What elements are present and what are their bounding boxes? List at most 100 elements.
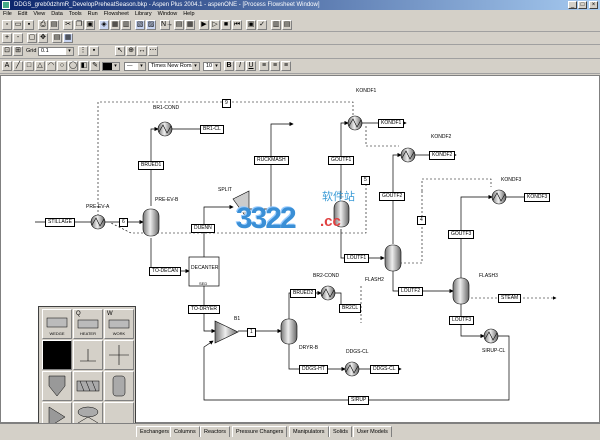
color-select[interactable]: ▾ bbox=[102, 62, 120, 71]
text-mode-icon[interactable]: ⋯ bbox=[148, 46, 158, 56]
reinit-button[interactable]: ⏮ bbox=[232, 20, 242, 30]
tab-reactors[interactable]: Reactors bbox=[200, 426, 231, 437]
menu-flowsheet[interactable]: Flowsheet bbox=[103, 11, 129, 17]
data-browser-icon[interactable]: ◈ bbox=[99, 20, 109, 30]
stream-label-ruckmash[interactable]: RUCKMASH bbox=[254, 156, 289, 165]
heat-stream-4-top[interactable] bbox=[421, 178, 492, 191]
stream-label-ddgs-cl[interactable]: DDGS-CL bbox=[370, 365, 399, 374]
stream-loutf3-line[interactable] bbox=[460, 304, 485, 339]
pan-icon[interactable]: ✥ bbox=[38, 33, 48, 43]
stream-label-brued1[interactable]: BRUED1 bbox=[138, 161, 165, 170]
select-mode-icon[interactable]: ⊡ bbox=[2, 46, 12, 56]
fill-tool-icon[interactable]: ◧ bbox=[79, 61, 89, 71]
stream-label-stillage[interactable]: STILLAGE bbox=[45, 218, 75, 227]
menu-run[interactable]: Run bbox=[87, 11, 98, 17]
palette-cell-8[interactable] bbox=[73, 371, 103, 401]
palette-cell-6[interactable] bbox=[104, 340, 134, 370]
split-block[interactable] bbox=[232, 190, 250, 222]
connect-icon[interactable]: ⊕ bbox=[126, 46, 136, 56]
menu-library[interactable]: Library bbox=[134, 11, 152, 17]
arc-tool-icon[interactable]: ◠ bbox=[46, 61, 56, 71]
menu-tools[interactable]: Tools bbox=[68, 11, 82, 17]
heater-br2-cond[interactable] bbox=[320, 285, 336, 301]
heater-kondf3[interactable] bbox=[491, 189, 507, 205]
close-button[interactable]: × bbox=[589, 1, 598, 9]
stream-label-sirup[interactable]: SIRUP bbox=[348, 396, 370, 405]
align-right-icon[interactable]: ≡ bbox=[281, 61, 291, 71]
menu-window[interactable]: Window bbox=[157, 11, 178, 17]
maximize-button[interactable]: □ bbox=[578, 1, 587, 9]
heater-ddgs-cl[interactable] bbox=[344, 361, 360, 377]
stream-label-brued2[interactable]: BRUED2 bbox=[290, 289, 317, 298]
move-label-icon[interactable]: ↔ bbox=[137, 46, 147, 56]
heat-stream-kondf2[interactable] bbox=[365, 126, 399, 147]
stream-label-goutf1[interactable]: GOUTF1 bbox=[328, 156, 355, 165]
stream-loutf2-line[interactable] bbox=[392, 271, 454, 294]
heat-stream-5[interactable] bbox=[110, 176, 367, 234]
stream-ruckmash-line[interactable] bbox=[249, 121, 294, 210]
stream-results-icon[interactable]: ▥ bbox=[271, 20, 281, 30]
open-file-icon[interactable]: ▭ bbox=[13, 20, 23, 30]
data-icon[interactable]: ▤ bbox=[174, 20, 184, 30]
save-icon[interactable]: ▪ bbox=[24, 20, 34, 30]
rectangle-tool-icon[interactable]: □ bbox=[24, 61, 34, 71]
properties-icon[interactable]: ▦ bbox=[185, 20, 195, 30]
stream-label-9[interactable]: 9 bbox=[222, 99, 231, 108]
setup-icon[interactable]: ▧ bbox=[135, 20, 145, 30]
tab-manipulators[interactable]: Manipulators bbox=[289, 426, 329, 437]
model-library-icon[interactable]: ▦ bbox=[63, 33, 73, 43]
preview-icon[interactable]: ▤ bbox=[49, 20, 59, 30]
lock-icon[interactable]: ▪ bbox=[89, 46, 99, 56]
print-icon[interactable]: ⎙ bbox=[38, 20, 48, 30]
stream-label-loutf3[interactable]: LOUTF3 bbox=[449, 316, 475, 325]
pen-tool-icon[interactable]: ✎ bbox=[90, 61, 100, 71]
stream-label-duenn[interactable]: DUENN bbox=[191, 224, 215, 233]
stop-button[interactable]: ■ bbox=[221, 20, 231, 30]
palette-cell-9[interactable] bbox=[104, 371, 134, 401]
stream-label-goutf2[interactable]: GOUTF2 bbox=[379, 192, 406, 201]
palette-cell-5[interactable] bbox=[73, 340, 103, 370]
stream-label-4[interactable]: 4 bbox=[417, 216, 426, 225]
font-name-select[interactable]: Times New Roman▾ bbox=[148, 62, 200, 71]
stream-label-kondf1[interactable]: KONDF1 bbox=[378, 119, 405, 128]
stream-label-1[interactable]: 1 bbox=[247, 328, 256, 337]
palette-cell-1[interactable]: WEDGE bbox=[42, 309, 72, 339]
stream-goutf3-line[interactable] bbox=[460, 194, 493, 278]
next-button[interactable]: N→ bbox=[160, 20, 174, 30]
tab-solids[interactable]: Solids bbox=[329, 426, 352, 437]
check-results-icon[interactable]: ✓ bbox=[257, 20, 267, 30]
align-icon[interactable]: ⊞ bbox=[13, 46, 23, 56]
stream-label-ddgs-ht[interactable]: DDGS-HT bbox=[299, 365, 328, 374]
minimize-button[interactable]: _ bbox=[568, 1, 577, 9]
zoom-out-icon[interactable]: - bbox=[13, 33, 23, 43]
stream-label-steam[interactable]: STEAM bbox=[498, 294, 522, 303]
stream-label-kondf2[interactable]: KONDF2 bbox=[429, 151, 456, 160]
bookmark-icon[interactable]: ▤ bbox=[52, 33, 62, 43]
text-tool-icon[interactable]: A bbox=[2, 61, 12, 71]
step-button[interactable]: ▷ bbox=[210, 20, 220, 30]
menu-help[interactable]: Help bbox=[183, 11, 195, 17]
align-center-icon[interactable]: ≡ bbox=[270, 61, 280, 71]
stream-label-6[interactable]: 6 bbox=[119, 218, 128, 227]
stream-duenn-line[interactable] bbox=[203, 204, 234, 257]
underline-button[interactable]: U bbox=[246, 61, 256, 71]
menu-view[interactable]: View bbox=[33, 11, 46, 17]
stream-brued1-line[interactable] bbox=[150, 126, 159, 206]
heater-kondf2[interactable] bbox=[400, 147, 416, 163]
grid-size-select[interactable]: 0.1▾ bbox=[38, 47, 74, 56]
tab-user-models[interactable]: User Models bbox=[353, 426, 392, 437]
grid-icon[interactable]: ▦ bbox=[110, 20, 120, 30]
align-left-icon[interactable]: ≡ bbox=[259, 61, 269, 71]
vessel-flash1[interactable] bbox=[333, 200, 350, 228]
menu-edit[interactable]: Edit bbox=[17, 11, 28, 17]
run-button[interactable]: ▶ bbox=[199, 20, 209, 30]
stream-label-loutf2[interactable]: LOUTF2 bbox=[398, 287, 424, 296]
paste-icon[interactable]: ▣ bbox=[85, 20, 95, 30]
vessel-pre-ev-b[interactable] bbox=[142, 208, 160, 237]
cut-icon[interactable]: ✂ bbox=[63, 20, 73, 30]
stream-goutf1-line[interactable] bbox=[340, 120, 349, 199]
tab-exchangers[interactable]: Exchangers bbox=[136, 426, 174, 437]
vessel-flash2[interactable] bbox=[384, 244, 402, 272]
menu-file[interactable]: File bbox=[3, 11, 12, 17]
